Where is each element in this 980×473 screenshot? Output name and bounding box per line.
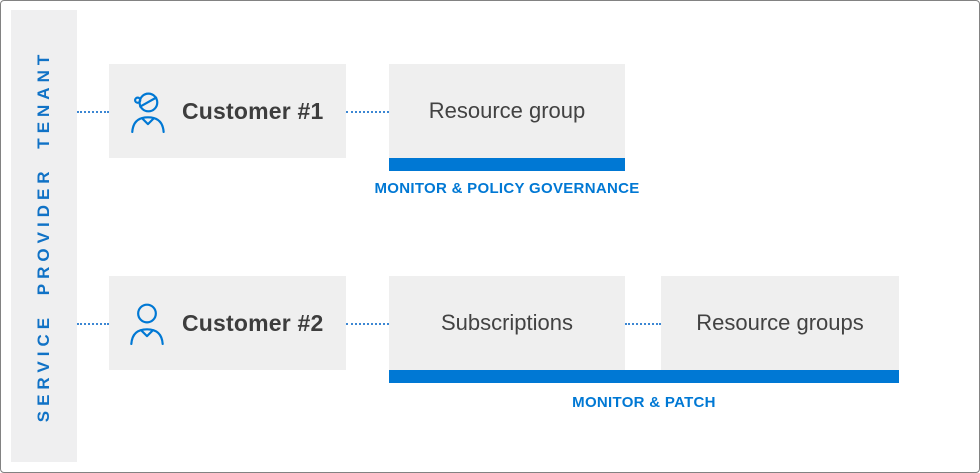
- person-with-cap-icon: [128, 90, 166, 133]
- monitor-policy-governance-label: MONITOR & POLICY GOVERNANCE: [374, 180, 640, 197]
- service-provider-tenant-band: SERVICE PROVIDER TENANT: [11, 10, 77, 462]
- connector-subscriptions-to-resourcegroups: [625, 323, 661, 325]
- subscriptions-box: Subscriptions: [389, 276, 625, 370]
- connector-customer1-to-resourcegroup: [346, 111, 389, 113]
- service-provider-tenant-label: SERVICE PROVIDER TENANT: [34, 49, 53, 423]
- person-icon: [128, 302, 166, 345]
- monitor-policy-governance-bar: [389, 158, 625, 171]
- customer-1-label: Customer #1: [182, 97, 324, 124]
- customer-2-box: Customer #2: [109, 276, 346, 370]
- connector-customer2-to-subscriptions: [346, 323, 389, 325]
- customer-2-label: Customer #2: [182, 309, 324, 336]
- resource-groups-label: Resource groups: [696, 310, 864, 335]
- connector-tenant-to-customer1: [77, 111, 109, 113]
- subscriptions-label: Subscriptions: [440, 310, 574, 335]
- customer-1-box: Customer #1: [109, 64, 346, 158]
- monitor-patch-bar: [389, 370, 899, 383]
- resource-group-box: Resource group: [389, 64, 625, 158]
- monitor-patch-label: MONITOR & PATCH: [572, 394, 716, 411]
- resource-group-label: Resource group: [428, 98, 586, 123]
- resource-groups-box: Resource groups: [661, 276, 899, 370]
- connector-tenant-to-customer2: [77, 323, 109, 325]
